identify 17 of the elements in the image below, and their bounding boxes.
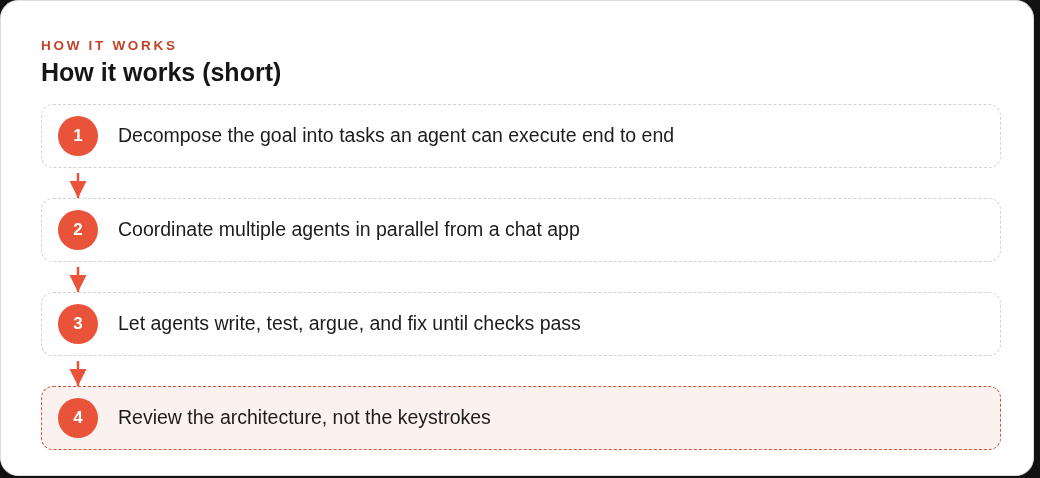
step-text: Coordinate multiple agents in parallel from a chat app <box>118 217 580 243</box>
step-number: 1 <box>58 116 98 156</box>
step-box <box>41 198 1001 262</box>
diagram-title: How it works (short) <box>41 57 282 87</box>
step-box <box>41 104 1001 168</box>
flow-arrow <box>69 173 87 198</box>
step-number: 3 <box>58 304 98 344</box>
step-text: Let agents write, test, argue, and fix until checks pass <box>118 311 581 337</box>
step-text: Review the architecture, not the keystrokes <box>118 405 491 431</box>
step-box <box>41 292 1001 356</box>
eyebrow-label: HOW IT WORKS <box>41 38 179 54</box>
step-text: Decompose the goal into tasks an agent can execute end to end <box>118 123 675 149</box>
step-number: 4 <box>58 398 98 438</box>
flow-arrow <box>69 361 87 386</box>
step-number: 2 <box>58 210 98 250</box>
highlighted-step-box <box>41 386 1001 450</box>
flow-arrow <box>69 267 87 292</box>
